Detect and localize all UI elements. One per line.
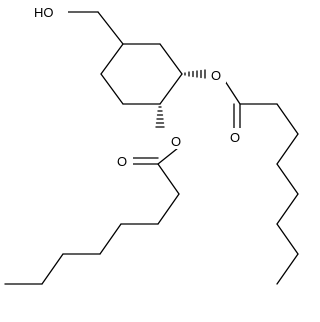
molecule-svg: HO O O O O	[4, 3, 299, 285]
bond-lower-c4-c5	[99, 223, 122, 255]
bond-o-lower-acyl	[157, 147, 179, 165]
carbonyl-oxygen-upper-mask	[228, 128, 246, 145]
bond-upper-c2-c3	[276, 103, 299, 135]
ring-bond-2	[159, 43, 183, 75]
ring-bond-3	[159, 73, 183, 105]
carbonyl-oxygen-lower-label: O	[117, 154, 127, 169]
bond-upper-c7-c8	[276, 253, 299, 285]
ring-bond-5	[100, 73, 124, 105]
carbonyl-oxygen-lower-mask	[115, 152, 133, 169]
ester-oxygen-upper-label: O	[211, 68, 221, 83]
hydroxyl-label: HO	[34, 5, 54, 20]
structure-diagram: HO O O O O	[4, 3, 299, 285]
bond-lower-c1-c2	[157, 163, 180, 195]
bond-upper-c5-c6	[276, 193, 299, 225]
ester-oxygen-lower-mask	[168, 132, 186, 149]
bond-upper-c3-c4	[276, 133, 299, 165]
hashed-wedge-lower	[155, 106, 165, 128]
ester-oxygen-upper-mask	[208, 66, 226, 83]
hydroxyl-mask	[32, 3, 68, 20]
bond-o-upper-acyl	[224, 80, 241, 105]
bond-upper-c4-c5	[276, 163, 299, 195]
carbonyl-oxygen-upper-label: O	[230, 130, 240, 145]
ester-oxygen-lower-label: O	[171, 134, 181, 149]
bond-upper-c6-c7	[276, 223, 299, 255]
bond-lower-c2-c3	[157, 193, 180, 225]
ring-bond-6	[100, 43, 124, 75]
hashed-wedge-upper	[184, 69, 206, 79]
bond-ch2-ring	[97, 11, 124, 45]
bond-lower-c6-c7	[41, 253, 64, 285]
